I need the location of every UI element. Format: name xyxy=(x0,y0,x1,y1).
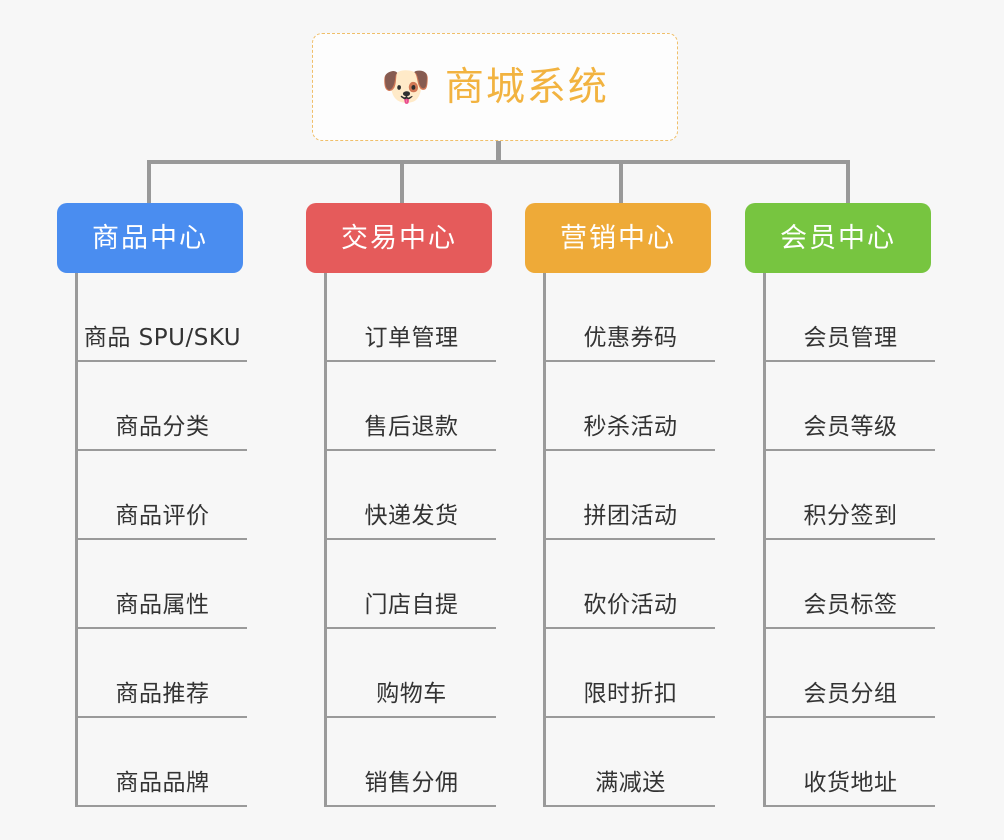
list-item[interactable]: 门店自提 xyxy=(327,540,496,629)
list-item[interactable]: 秒杀活动 xyxy=(546,362,715,451)
leaf-label: 销售分佣 xyxy=(364,770,459,796)
leaf-label: 快递发货 xyxy=(364,503,459,529)
list-item[interactable]: 会员管理 xyxy=(766,273,935,362)
leaf-label: 砍价活动 xyxy=(583,592,678,618)
list-item[interactable]: 会员标签 xyxy=(766,540,935,629)
list-item[interactable]: 会员分组 xyxy=(766,629,935,718)
leaf-list-trade-center: 订单管理 售后退款 快递发货 门店自提 购物车 销售分佣 xyxy=(324,273,496,807)
list-item[interactable]: 快递发货 xyxy=(327,451,496,540)
leaf-label: 会员管理 xyxy=(803,325,898,351)
list-item[interactable]: 订单管理 xyxy=(327,273,496,362)
leaf-label: 收货地址 xyxy=(803,770,898,796)
category-header-trade-center[interactable]: 交易中心 xyxy=(306,203,492,273)
leaf-label: 商品 SPU/SKU xyxy=(83,325,242,351)
list-item[interactable]: 收货地址 xyxy=(766,718,935,807)
list-item[interactable]: 售后退款 xyxy=(327,362,496,451)
root-node[interactable]: 🐶 商城系统 xyxy=(312,33,678,141)
list-item[interactable]: 会员等级 xyxy=(766,362,935,451)
list-item[interactable]: 拼团活动 xyxy=(546,451,715,540)
list-item[interactable]: 商品推荐 xyxy=(78,629,247,718)
list-item[interactable]: 砍价活动 xyxy=(546,540,715,629)
list-item[interactable]: 商品分类 xyxy=(78,362,247,451)
connector-root-stub xyxy=(496,141,501,162)
leaf-label: 秒杀活动 xyxy=(583,414,678,440)
category-label: 商品中心 xyxy=(92,222,208,254)
list-item[interactable]: 销售分佣 xyxy=(327,718,496,807)
column-marketing-center: 营销中心 优惠券码 秒杀活动 拼团活动 砍价活动 限时折扣 满减送 xyxy=(525,203,715,807)
leaf-label: 限时折扣 xyxy=(583,681,678,707)
leaf-label: 拼团活动 xyxy=(583,503,678,529)
list-item[interactable]: 优惠券码 xyxy=(546,273,715,362)
shiba-dog-icon: 🐶 xyxy=(381,64,431,110)
category-header-product-center[interactable]: 商品中心 xyxy=(57,203,243,273)
list-item[interactable]: 限时折扣 xyxy=(546,629,715,718)
leaf-label: 会员分组 xyxy=(803,681,898,707)
leaf-label: 会员等级 xyxy=(803,414,898,440)
column-product-center: 商品中心 商品 SPU/SKU 商品分类 商品评价 商品属性 商品推荐 商品品牌 xyxy=(57,203,247,807)
connector-drop-4 xyxy=(846,160,850,205)
leaf-list-product-center: 商品 SPU/SKU 商品分类 商品评价 商品属性 商品推荐 商品品牌 xyxy=(75,273,247,807)
connector-horizontal-bus xyxy=(148,160,850,164)
list-item[interactable]: 购物车 xyxy=(327,629,496,718)
connector-drop-2 xyxy=(400,160,404,205)
category-label: 营销中心 xyxy=(560,222,676,254)
leaf-label: 优惠券码 xyxy=(583,325,678,351)
leaf-label: 商品推荐 xyxy=(115,681,210,707)
leaf-list-member-center: 会员管理 会员等级 积分签到 会员标签 会员分组 收货地址 xyxy=(763,273,935,807)
list-item[interactable]: 商品品牌 xyxy=(78,718,247,807)
root-title: 商城系统 xyxy=(444,64,609,110)
column-trade-center: 交易中心 订单管理 售后退款 快递发货 门店自提 购物车 销售分佣 xyxy=(306,203,496,807)
list-item[interactable]: 商品评价 xyxy=(78,451,247,540)
category-header-marketing-center[interactable]: 营销中心 xyxy=(525,203,711,273)
category-header-member-center[interactable]: 会员中心 xyxy=(745,203,931,273)
leaf-label: 售后退款 xyxy=(364,414,459,440)
category-label: 交易中心 xyxy=(341,222,457,254)
leaf-list-marketing-center: 优惠券码 秒杀活动 拼团活动 砍价活动 限时折扣 满减送 xyxy=(543,273,715,807)
leaf-label: 门店自提 xyxy=(364,592,459,618)
leaf-label: 购物车 xyxy=(376,681,447,707)
list-item[interactable]: 商品属性 xyxy=(78,540,247,629)
leaf-label: 会员标签 xyxy=(803,592,898,618)
connector-drop-3 xyxy=(619,160,623,205)
leaf-label: 商品品牌 xyxy=(115,770,210,796)
column-member-center: 会员中心 会员管理 会员等级 积分签到 会员标签 会员分组 收货地址 xyxy=(745,203,935,807)
list-item[interactable]: 积分签到 xyxy=(766,451,935,540)
list-item[interactable]: 商品 SPU/SKU xyxy=(78,273,247,362)
leaf-label: 积分签到 xyxy=(803,503,898,529)
leaf-label: 满减送 xyxy=(595,770,666,796)
connector-drop-1 xyxy=(147,160,151,205)
leaf-label: 商品属性 xyxy=(115,592,210,618)
leaf-label: 商品分类 xyxy=(115,414,210,440)
category-label: 会员中心 xyxy=(780,222,896,254)
list-item[interactable]: 满减送 xyxy=(546,718,715,807)
leaf-label: 订单管理 xyxy=(364,325,459,351)
leaf-label: 商品评价 xyxy=(115,503,210,529)
